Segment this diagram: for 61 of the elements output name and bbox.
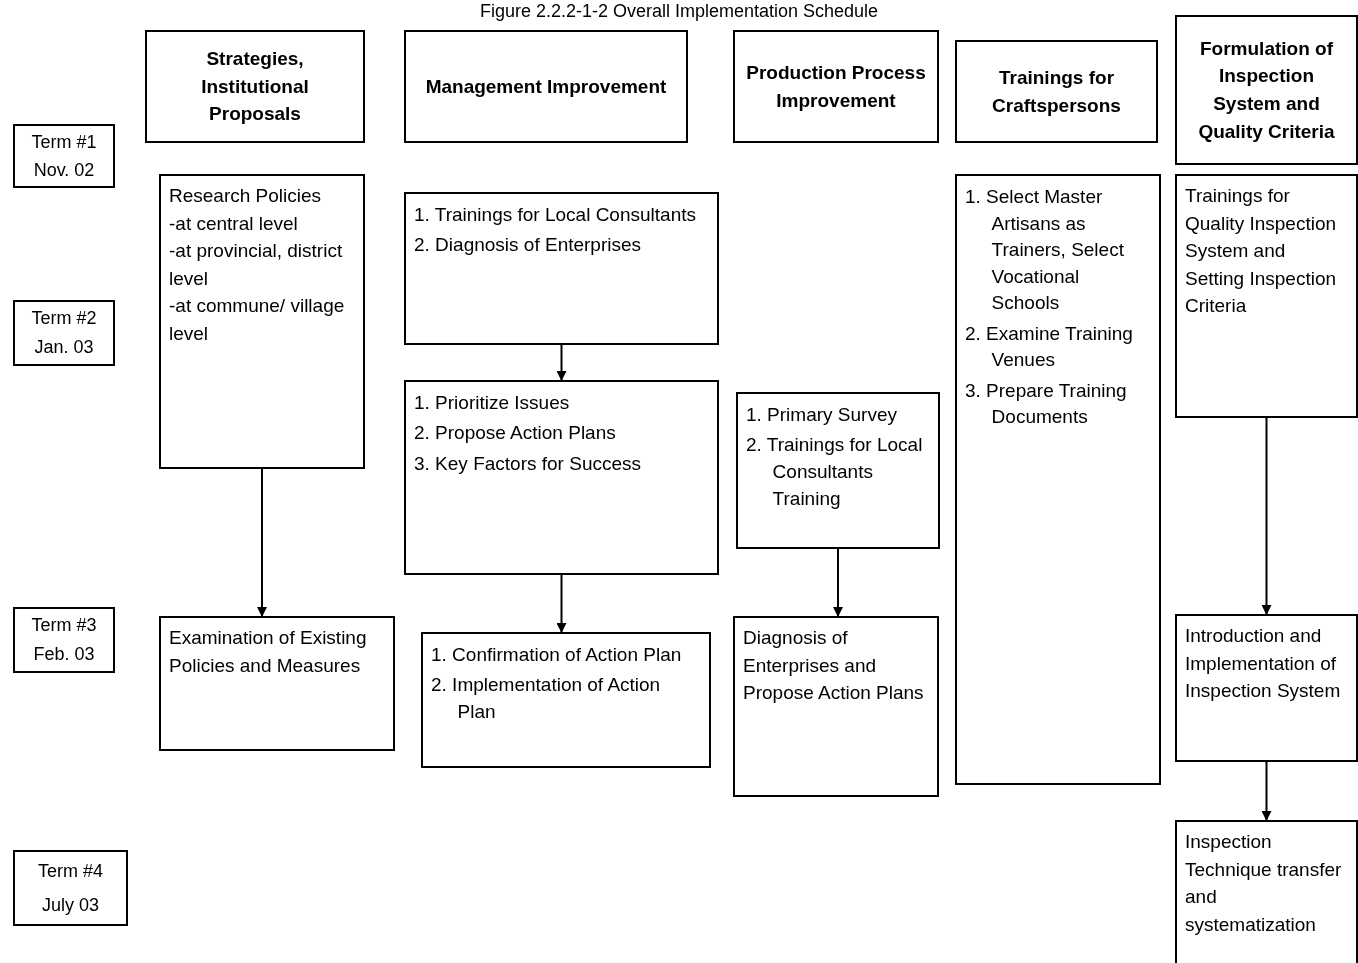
arrow xyxy=(556,574,567,633)
task-box xyxy=(736,392,940,549)
arrow xyxy=(833,548,843,617)
column-header xyxy=(1175,15,1358,165)
box-text: Diagnosis of Enterprises and Propose Action Plans xyxy=(743,626,925,706)
list-item: 1. Select Master Artisans as Trainers, Select Vocational Schools xyxy=(965,185,1125,316)
task-box xyxy=(159,174,365,469)
box-text: Strategies, Institutional Proposals xyxy=(200,47,310,127)
task-box xyxy=(1175,614,1358,762)
column-header xyxy=(145,30,365,143)
list-item: 2. Diagnosis of Enterprises xyxy=(414,233,643,258)
box-text: July 03 xyxy=(41,894,99,916)
task-box xyxy=(1175,820,1358,963)
list-item: 1. Trainings for Local Consultants xyxy=(414,203,697,227)
figure-title: Figure 2.2.2-1-2 Overall Implementation Schedule xyxy=(478,2,880,22)
list-item: 3. Prepare Training Documents xyxy=(965,378,1128,430)
term-box xyxy=(13,850,128,926)
arrow xyxy=(556,344,567,381)
task-box xyxy=(159,616,395,751)
task-box xyxy=(1175,174,1358,418)
box-text: Production Process Improvement xyxy=(745,60,927,113)
list-item: 2. Implementation of Action Plan xyxy=(431,673,662,724)
list-item: 1. Confirmation of Action Plan xyxy=(431,643,683,667)
list-item: 1. Prioritize Issues xyxy=(414,391,571,415)
box-text: -at provincial, district level xyxy=(169,239,344,291)
box-text: Formulation of Inspection System and Quality Criteria xyxy=(1197,36,1336,144)
list-item: 2. Propose Action Plans xyxy=(414,421,617,446)
list-item: 2. Trainings for Local Consultants Training xyxy=(746,433,924,511)
box-text: Management Improvement xyxy=(425,74,667,99)
column-header xyxy=(733,30,939,143)
box-text: Feb. 03 xyxy=(33,644,95,665)
task-box xyxy=(955,174,1161,785)
term-box xyxy=(13,607,115,673)
box-text: Trainings for Craftspersons xyxy=(991,65,1122,118)
box-text: -at commune/ village level xyxy=(169,294,346,346)
list-item: 3. Key Factors for Success xyxy=(414,451,643,476)
task-box xyxy=(421,632,711,768)
term-box xyxy=(13,124,115,188)
term-box xyxy=(13,300,115,366)
task-box xyxy=(733,616,939,797)
box-text: Research Policies xyxy=(169,184,323,208)
box-text: Nov. 02 xyxy=(33,159,95,181)
list-item: 1. Primary Survey xyxy=(746,403,898,427)
box-text: Inspection Technique transfer and systematization xyxy=(1185,830,1343,937)
task-box xyxy=(404,380,719,575)
arrow xyxy=(1261,417,1272,615)
box-text: Trainings for Quality Inspection System and Setting Inspection Criteria xyxy=(1185,184,1338,319)
arrow xyxy=(257,468,267,617)
arrow xyxy=(1261,761,1272,821)
column-header xyxy=(955,40,1158,143)
box-text: Introduction and Implementation of Inspection System xyxy=(1185,624,1342,704)
box-text: -at central level xyxy=(169,211,299,236)
box-text: Examination of Existing Policies and Measures xyxy=(169,626,368,678)
box-text: Term #2 xyxy=(31,308,97,329)
box-text: Term #1 xyxy=(31,131,97,153)
task-box xyxy=(404,192,719,345)
column-header xyxy=(404,30,688,143)
list-item: 2. Examine Training Venues xyxy=(965,321,1134,373)
box-text: Term #3 xyxy=(31,615,97,636)
box-text: Term #4 xyxy=(38,860,103,882)
box-text: Jan. 03 xyxy=(34,337,94,358)
